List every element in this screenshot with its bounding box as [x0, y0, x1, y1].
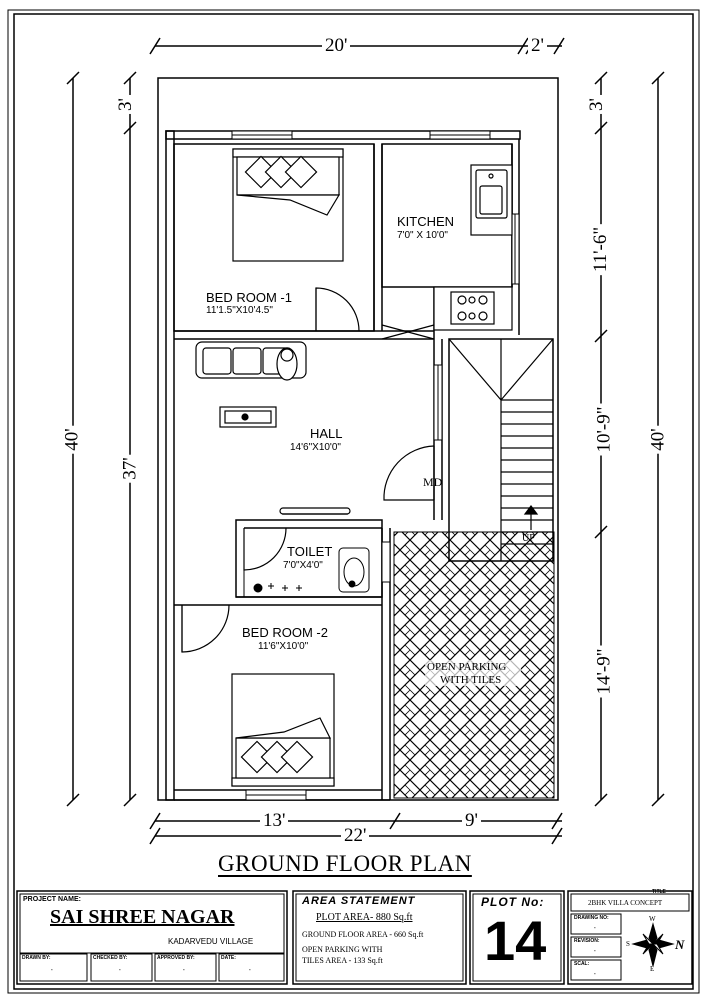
dim-left-inner: 37' [120, 454, 141, 483]
dim-right-parking: 14'-9" [594, 645, 615, 698]
toilet-size: 7'0"X4'0" [283, 560, 323, 571]
bedroom2-size: 11'6"X10'0" [258, 641, 309, 652]
dim-bottom-total: 22' [341, 826, 370, 845]
checked-by-label: CHECKED BY: [93, 955, 128, 961]
plot-area-line: PLOT AREA- 880 Sq.ft [316, 912, 413, 923]
toilet-fixtures [243, 547, 370, 597]
parking-area-line-2: TILES AREA - 133 Sq.ft [302, 956, 383, 965]
bedroom1-size: 11'1.5"X10'4.5" [206, 305, 273, 316]
windows [231, 130, 520, 801]
kitchen-counter [381, 164, 513, 340]
drawing-no-label: DRAWING NO: [574, 915, 609, 921]
project-label: PROJECT NAME: [23, 896, 81, 903]
toilet-name: TOILET [287, 544, 333, 559]
bed-1 [232, 148, 344, 262]
bedroom1-name: BED ROOM -1 [206, 290, 292, 305]
left-dimension-lines [66, 71, 137, 807]
hall-size: 14'6"X10'0" [290, 442, 341, 453]
compass-n: N [675, 937, 685, 952]
dim-bottom-right: 9' [462, 811, 481, 830]
main-door-label: MD [423, 475, 443, 489]
plot-no-label: PLOT No: [481, 895, 545, 909]
parking-label-1: OPEN PARKING [427, 661, 507, 673]
drawn-by-value: - [51, 967, 53, 973]
dim-top-main: 20' [322, 36, 351, 55]
drawing-no-value: - [594, 925, 596, 931]
dim-right-outer: 40' [648, 425, 669, 454]
compass-e: E [650, 965, 655, 973]
approved-by-label: APPROVED BY: [157, 955, 195, 961]
bed-2 [231, 673, 335, 787]
sheet-border-outer [7, 9, 700, 994]
plan-title: GROUND FLOOR PLAN [218, 851, 472, 876]
compass-rose [631, 922, 675, 967]
staircase [448, 338, 554, 561]
date-label: DATE: [221, 955, 236, 961]
project-name: SAI SHREE NAGAR [50, 906, 235, 928]
revision-label: REVISION: [574, 938, 600, 944]
dim-right-kitchen: 11'-6" [590, 223, 611, 276]
stair-up-label: UP [522, 533, 535, 544]
checked-by-value: - [119, 967, 121, 973]
dim-left-outer: 40' [62, 425, 83, 454]
hall-name: HALL [310, 426, 343, 441]
doors [181, 287, 435, 653]
dim-right-setback: 3' [586, 95, 607, 114]
ground-floor-area-line: GROUND FLOOR AREA - 660 Sq.ft [302, 930, 424, 939]
date-value: - [249, 967, 251, 973]
compass-w: W [649, 915, 656, 923]
kitchen-size: 7'0" X 10'0" [397, 230, 448, 241]
parking-label-bg [425, 660, 521, 686]
top-dimension-line [149, 37, 565, 55]
parking-area-line-1: OPEN PARKING WITH [302, 945, 383, 954]
dim-bottom-left: 13' [260, 811, 289, 830]
title-label: TITLE [652, 889, 666, 895]
revision-value: - [594, 948, 596, 954]
approved-by-value: - [183, 967, 185, 973]
title-block-frame [16, 890, 693, 985]
scale-label: SCAL: [574, 961, 590, 967]
dim-left-setback: 3' [115, 95, 136, 114]
kitchen-name: KITCHEN [397, 214, 455, 229]
drawn-by-label: DRAWN BY: [22, 955, 51, 961]
plot-no-value: 14 [484, 909, 547, 972]
parking-label-2: WITH TILES [440, 674, 502, 686]
title-value: 2BHK VILLA CONCEPT [588, 899, 663, 907]
dim-right-stair: 10'-9" [594, 403, 615, 456]
compass-s: S [626, 940, 630, 948]
scale-value: - [594, 971, 596, 977]
dim-top-extra: 2' [528, 36, 547, 55]
area-statement-heading: AREA STATEMENT [302, 895, 416, 907]
village-name: KADARVEDU VILLAGE [168, 937, 254, 946]
bedroom2-name: BED ROOM -2 [242, 625, 328, 640]
sheet-border-inner [13, 13, 694, 990]
hall-furniture [195, 341, 351, 515]
